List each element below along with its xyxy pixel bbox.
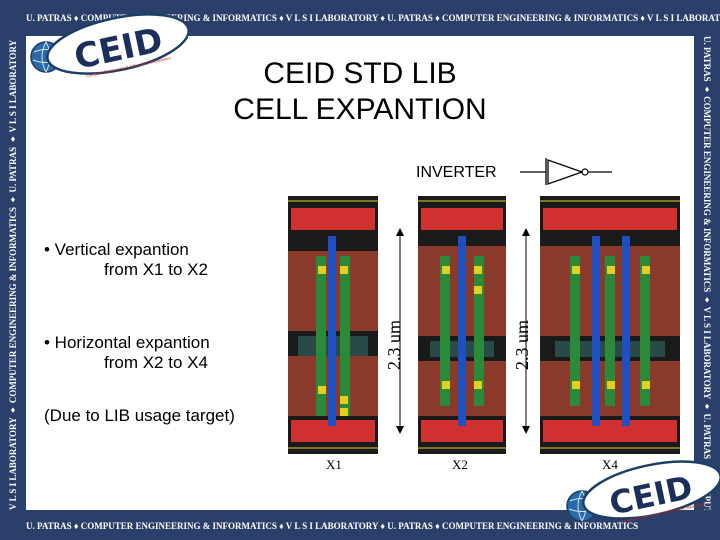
dimension-label-2: 2.3 um: [512, 319, 532, 370]
dimension-label-1: 2.3 um: [384, 319, 404, 370]
title-line-2: CELL EXPANTION: [233, 93, 487, 126]
border-right-band: U. PATRAS ♦ COMPUTER ENGINEERING & INFOR…: [694, 36, 720, 510]
bullet-vertical: • Vertical expantion from X1 to X2: [44, 240, 208, 280]
title-line-1: CEID STD LIB: [263, 57, 457, 90]
bullet-horizontal: • Horizontal expantion from X2 to X4: [44, 333, 210, 373]
layout-cell-x4: [540, 196, 680, 454]
dimension-arrow-2: [522, 228, 530, 434]
dimension-arrow-1: [396, 228, 404, 434]
bullet-horizontal-main: • Horizontal expantion: [44, 333, 210, 352]
cell-label-x4: X4: [602, 457, 618, 472]
ceid-logo-top: CEID Computer Engineering & Informatics …: [30, 13, 188, 78]
border-top-text: U. PATRAS ♦ COMPUTER ENGINEERING & INFOR…: [26, 13, 720, 23]
slide-title: CEID STD LIB CELL EXPANTION: [190, 56, 530, 128]
border-left-text: V L S I LABORATORY ♦ COMPUTER ENGINEERIN…: [8, 36, 18, 510]
border-right-text: U. PATRAS ♦ COMPUTER ENGINEERING & INFOR…: [702, 36, 712, 510]
inverter-label: INVERTER: [416, 164, 497, 181]
cell-label-x1: X1: [326, 457, 342, 472]
bullet-horizontal-sub: from X2 to X4: [104, 353, 208, 372]
layout-cell-x2: [418, 196, 506, 454]
bullet-vertical-sub: from X1 to X2: [104, 260, 208, 279]
layout-cell-x1: [288, 196, 378, 454]
border-bottom-text: U. PATRAS ♦ COMPUTER ENGINEERING & INFOR…: [26, 521, 639, 531]
ceid-logo-bottom: CEID Computer Engineering & Informatics …: [566, 460, 720, 524]
inverter-symbol-icon: [520, 158, 612, 185]
usage-note: (Due to LIB usage target): [44, 406, 235, 425]
border-left-band: V L S I LABORATORY ♦ COMPUTER ENGINEERIN…: [0, 36, 26, 510]
cell-label-x2: X2: [452, 457, 468, 472]
bullet-vertical-main: • Vertical expantion: [44, 240, 189, 259]
